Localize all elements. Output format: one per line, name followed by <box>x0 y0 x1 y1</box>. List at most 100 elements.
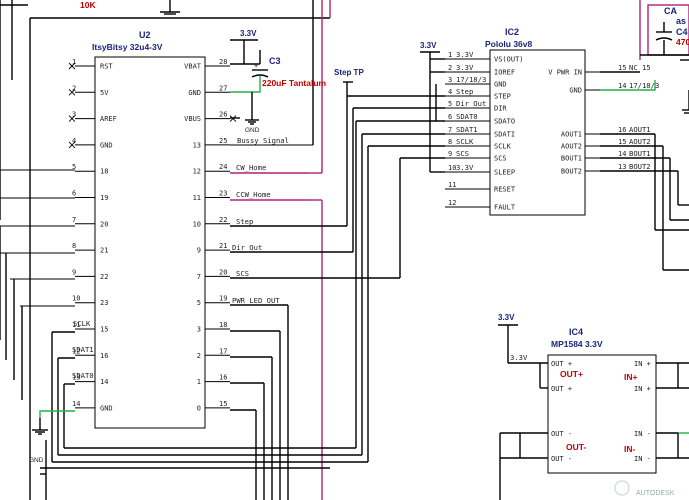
u2-pin-name: GND <box>188 89 201 97</box>
ic2-pin-number: 1 <box>448 51 452 59</box>
ic2-pin-name: VS(OUT) <box>494 56 524 64</box>
u2-pin-number: 6 <box>72 190 76 198</box>
ic2-pin-net: BOUT2 <box>629 162 651 171</box>
ic2-pin-name: GND <box>569 87 582 95</box>
c3-rail-label: 3.3V <box>240 29 257 38</box>
ic2-pin-number: 11 <box>448 181 456 189</box>
ic4-label-in-plus: IN+ <box>624 372 638 382</box>
u2-pin-name: 12 <box>193 168 201 176</box>
u2-pin-name: 1 <box>197 378 201 386</box>
ic2-rail: 3.3V <box>420 41 445 173</box>
u2-gnd-label: GND <box>29 457 44 464</box>
ic2-pin-name: AOUT2 <box>561 143 582 151</box>
ic2-component: IC2 Pololu 36v8 1VS(OUT)3.3V2IOREF3.3V3G… <box>445 27 659 216</box>
ic2-pin-name: FAULT <box>494 204 516 212</box>
u2-pin-name: 11 <box>193 194 201 202</box>
u2-pin-number: 3 <box>72 111 76 119</box>
u2-pin-number: 15 <box>219 400 227 408</box>
u2-pin-number: 27 <box>219 84 227 92</box>
ic4-pin-in-minus-b: IN - <box>634 455 651 463</box>
watermark: AUTODESK <box>636 490 675 497</box>
c4-value-cut: 470u <box>676 37 689 47</box>
ic2-pin-net: SDAT0 <box>456 112 478 121</box>
u2-pin-number: 4 <box>72 137 76 145</box>
ic2-ref: IC2 <box>505 27 519 37</box>
u2-pin-name: RST <box>100 63 113 71</box>
u2-pin-number: 23 <box>219 190 227 198</box>
u2-pin-name: 20 <box>100 220 108 228</box>
ic4-body <box>547 354 657 474</box>
ic2-pin-name: IOREF <box>494 69 515 77</box>
u2-pin-name: 5 <box>197 299 201 307</box>
net-sdat0: SDAT0 <box>72 371 94 380</box>
u2-pin-number: 11 <box>72 321 80 329</box>
net-dir-out: Dir_Out <box>232 243 262 252</box>
u2-pin-number: 2 <box>72 84 76 92</box>
u2-pin-name: 7 <box>197 273 201 281</box>
ic2-pin-net: NC 15 <box>629 63 651 72</box>
no-connect-marker <box>68 115 76 122</box>
ic4-pin-in-minus-a: IN - <box>634 430 651 438</box>
step-tp-label: Step TP <box>334 68 364 77</box>
u2-pin-number: 26 <box>219 111 227 119</box>
u2-pin-number: 24 <box>219 163 227 171</box>
net-pwr-led-out: PWR LED OUT <box>232 296 280 305</box>
ic2-pin-name: DIR <box>494 105 507 113</box>
ic2-pin-number: 2 <box>448 64 452 72</box>
ic2-pin-net: SCS <box>456 149 469 158</box>
ic2-pin-name: GND <box>494 81 507 89</box>
ic4-pin-out-plus-b: OUT + <box>551 385 572 393</box>
ic2-pin-number: 6 <box>448 113 452 121</box>
u2-pin-name: 2 <box>197 352 201 360</box>
net-sdat1: SDAT1 <box>72 345 94 354</box>
u2-pin-number: 28 <box>219 58 227 66</box>
ic2-pin-name: SCLK <box>494 143 512 151</box>
ic2-pin-net: SCLK <box>456 137 474 146</box>
no-connect-marker <box>68 141 76 149</box>
c3-ref: C3 <box>269 56 281 66</box>
c4-ref: C4 <box>676 27 688 37</box>
u2-pin-name: 9 <box>197 247 201 255</box>
net-sclk: SCLK <box>73 319 91 328</box>
u2-pin-number: 19 <box>219 295 227 303</box>
ic4-net-33v: 3.3V <box>510 353 528 362</box>
ic2-pin-number: 4 <box>448 88 452 96</box>
ic2-pin-net: 17/18/3 <box>456 75 486 84</box>
ic2-output-wires <box>600 59 689 271</box>
ic4-rail-label: 3.3V <box>498 313 515 322</box>
ic4-component: 3.3V 3.3V IC4 MP1584 3.3V OUT + OUT + IN… <box>498 313 689 500</box>
u2-pin-name: VBUS <box>184 115 201 123</box>
ic2-pin-number: 15 <box>618 138 626 146</box>
ic2-pin-name: SCS <box>494 155 507 163</box>
u2-pin-name: 10 <box>193 220 201 228</box>
net-ccw-home: CCW_Home <box>236 190 271 199</box>
ic2-pin-name: RESET <box>494 186 516 194</box>
u2-pin-name: 21 <box>100 247 108 255</box>
u2-pin-number: 1 <box>72 58 76 66</box>
ic2-pin-number: 7 <box>448 126 452 134</box>
ic2-pin-net: BOUT1 <box>629 149 651 158</box>
net-step: Step <box>236 217 253 226</box>
ic2-pin-number: 8 <box>448 138 452 146</box>
u2-pin-name: 5V <box>100 89 109 97</box>
u2-pin-name: 0 <box>197 404 201 412</box>
u2-pin-number: 10 <box>72 295 80 303</box>
u2-component: U2 ItsyBitsy 32u4-3V 1RST25V3AREF4GND518… <box>68 30 237 429</box>
ic2-pin-number: 10 <box>448 164 456 172</box>
u2-ref: U2 <box>139 30 151 40</box>
ic2-pin-net: SDAT1 <box>456 125 478 134</box>
ic2-value: Pololu 36v8 <box>485 39 533 49</box>
ic2-pin-net: AOUT2 <box>629 137 651 146</box>
u2-pin-number: 9 <box>72 268 76 276</box>
u2-pin-number: 14 <box>72 400 80 408</box>
c4-ref-cut: CA <box>664 6 677 16</box>
u2-pin-name: 14 <box>100 378 108 386</box>
u2-pin-number: 18 <box>219 321 227 329</box>
ic2-pin-number: 13 <box>618 163 626 171</box>
u2-pin-name: 18 <box>100 168 108 176</box>
ic2-pin-number: 12 <box>448 199 456 207</box>
ic2-pin-number: 14 <box>618 82 626 90</box>
ic2-pin-number: 3 <box>448 76 452 84</box>
